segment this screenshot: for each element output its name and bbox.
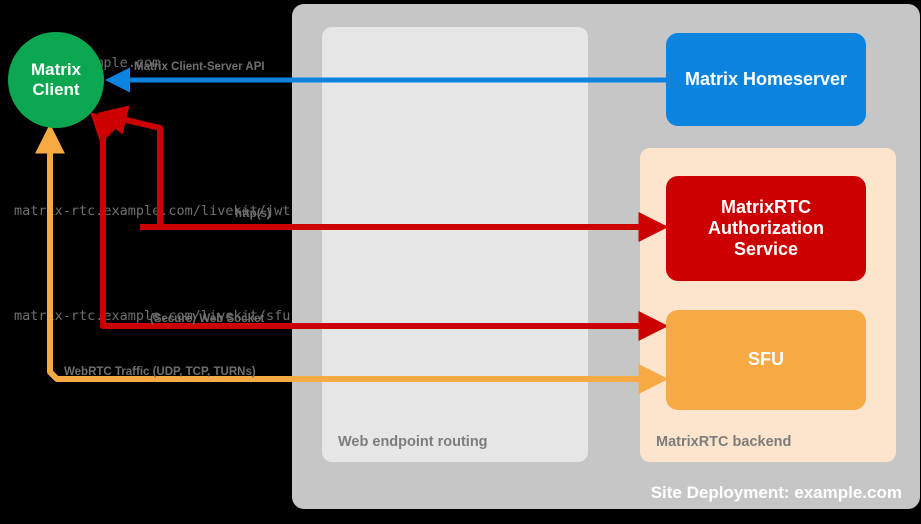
edge-label-http-s: http(s): [235, 208, 271, 220]
matrixrtc-backend-label: MatrixRTC backend: [656, 434, 792, 450]
edge-label-webrtc-traffic: WebRTC Traffic (UDP, TCP, TURNs): [64, 366, 256, 378]
site-deployment-label: Site Deployment: example.com: [650, 483, 902, 502]
node-auth-label-line2: Authorization: [708, 217, 824, 238]
node-sfu-label: SFU: [748, 349, 784, 370]
web-endpoint-routing-panel: Web endpoint routing: [322, 27, 588, 462]
node-sfu[interactable]: SFU: [666, 310, 866, 410]
node-matrix-client-label-line1: Matrix: [30, 59, 82, 79]
node-matrix-homeserver[interactable]: Matrix Homeserver: [666, 33, 866, 126]
node-matrixrtc-authorization-service[interactable]: MatrixRTC Authorization Service: [666, 176, 866, 281]
edge-label-matrix-client-server-api: Matrix Client-Server API: [134, 61, 265, 73]
edge-label-secure-web-socket: (Secure) Web Socket: [150, 313, 265, 325]
node-matrix-client[interactable]: Matrix Client: [8, 32, 104, 128]
node-auth-label-line1: MatrixRTC: [720, 196, 811, 217]
node-matrix-homeserver-label: Matrix Homeserver: [684, 68, 848, 89]
node-matrix-client-label-line2: Client: [32, 80, 80, 99]
node-auth-label-line3: Service: [733, 239, 799, 260]
web-endpoint-routing-label: Web endpoint routing: [338, 434, 488, 450]
